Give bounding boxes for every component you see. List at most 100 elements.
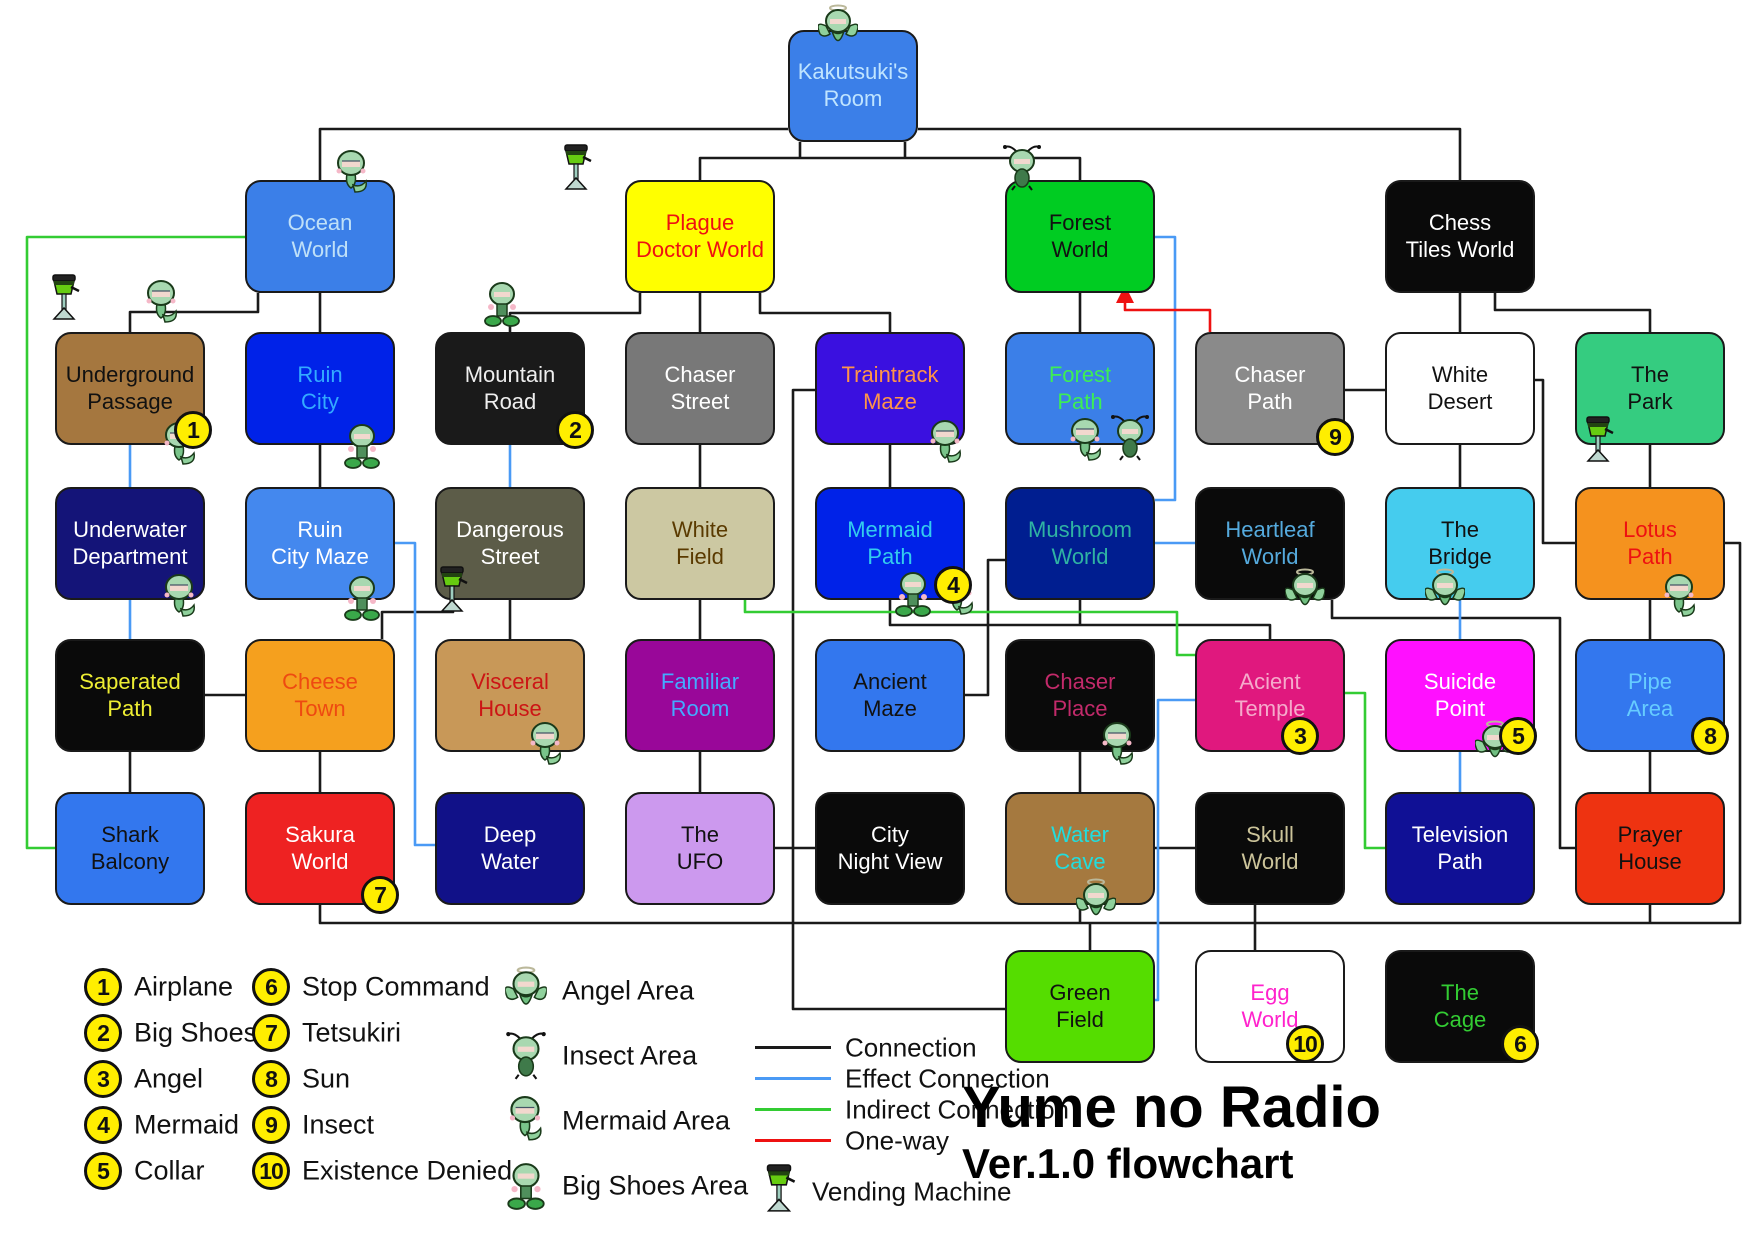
legend-number-10: 10 bbox=[252, 1152, 290, 1190]
chart-subtitle: Ver.1.0 flowchart bbox=[962, 1139, 1294, 1187]
connection-line bbox=[318, 541, 1742, 925]
effect-line bbox=[1155, 698, 1195, 1002]
node-label: Underground Passage bbox=[65, 361, 195, 414]
node-label: Television Path bbox=[1411, 821, 1509, 874]
bigshoes-sprite-icon bbox=[342, 422, 382, 470]
legend-number-label: Existence Denied bbox=[302, 1155, 513, 1186]
node-the-park: The Park bbox=[1575, 332, 1725, 445]
node-green-field: Green Field bbox=[1005, 950, 1155, 1063]
node-shark-balcony: Shark Balcony bbox=[55, 792, 205, 905]
insect-sprite-icon bbox=[505, 1031, 547, 1081]
node-label: The UFO bbox=[676, 821, 724, 874]
connection-line bbox=[1493, 293, 1652, 332]
node-label: Heartleaf World bbox=[1225, 516, 1315, 569]
node-prayer-house: Prayer House bbox=[1575, 792, 1725, 905]
angel-sprite-icon bbox=[1076, 878, 1116, 926]
node-plague-doctor-world: Plague Doctor World bbox=[625, 180, 775, 293]
legend-number-label: Collar bbox=[134, 1155, 205, 1186]
angel-sprite-icon bbox=[505, 966, 547, 1016]
node-visceral-house: Visceral House bbox=[435, 639, 585, 752]
legend-line-oneway bbox=[755, 1139, 831, 1142]
legend-number-label: Big Shoes bbox=[134, 1017, 258, 1048]
node-label: Deep Water bbox=[481, 821, 539, 874]
node-ruin-city-maze: Ruin City Maze bbox=[245, 487, 395, 600]
node-label: Lotus Path bbox=[1623, 516, 1677, 569]
node-label: Plague Doctor World bbox=[636, 209, 764, 262]
node-familiar-room: Familiar Room bbox=[625, 639, 775, 752]
bigshoes-sprite-icon bbox=[893, 570, 933, 618]
legend-number-3: 3 bbox=[84, 1060, 122, 1098]
node-label: Visceral House bbox=[471, 668, 549, 721]
bigshoes-sprite-icon bbox=[505, 1161, 547, 1211]
node-white-field: White Field bbox=[625, 487, 775, 600]
legend-number-1: 1 bbox=[84, 968, 122, 1006]
mermaid-sprite-icon bbox=[142, 280, 182, 328]
indirect-line bbox=[25, 235, 245, 850]
node-label: Green Field bbox=[1049, 979, 1111, 1032]
node-ancient-maze: Ancient Maze bbox=[815, 639, 965, 752]
node-label: Ocean World bbox=[287, 209, 353, 262]
node-water-cave: Water Cave bbox=[1005, 792, 1155, 905]
mermaid-sprite-icon bbox=[1660, 574, 1700, 622]
node-label: City Night View bbox=[837, 821, 943, 874]
connection-line bbox=[128, 293, 260, 332]
node-label: White Field bbox=[671, 516, 729, 569]
legend-number-label: Airplane bbox=[134, 971, 234, 1002]
node-chaser-street: Chaser Street bbox=[625, 332, 775, 445]
connection-line bbox=[758, 293, 892, 332]
node-kakutsukis-room: Kakutsuki's Room bbox=[788, 30, 918, 142]
connection-line bbox=[918, 127, 1462, 180]
connection-line bbox=[508, 293, 642, 332]
connection-line bbox=[791, 388, 1005, 1011]
legend-number-8: 8 bbox=[252, 1060, 290, 1098]
legend-line-indirect bbox=[755, 1108, 831, 1111]
legend-line-label: One-way bbox=[845, 1125, 950, 1156]
node-egg-world: Egg World bbox=[1195, 950, 1345, 1063]
number-badge-10: 10 bbox=[1286, 1025, 1324, 1063]
node-heartleaf-world: Heartleaf World bbox=[1195, 487, 1345, 600]
legend-line-label: Connection bbox=[845, 1032, 977, 1063]
node-label: Suicide Point bbox=[1423, 668, 1497, 721]
node-label: Sakura World bbox=[285, 821, 355, 874]
node-label: Chaser Street bbox=[664, 361, 736, 414]
node-deep-water: Deep Water bbox=[435, 792, 585, 905]
bigshoes-sprite-icon bbox=[342, 574, 382, 622]
title-block: Yume no Radio Ver.1.0 flowchart bbox=[962, 1077, 1562, 1189]
legend-number-9: 9 bbox=[252, 1106, 290, 1144]
angel-sprite-icon bbox=[818, 4, 858, 52]
node-saperated-path: Saperated Path bbox=[55, 639, 205, 752]
node-ruin-city: Ruin City bbox=[245, 332, 395, 445]
connection-line bbox=[1535, 378, 1575, 545]
node-label: The Bridge bbox=[1428, 516, 1492, 569]
number-badge-9: 9 bbox=[1316, 418, 1354, 456]
mermaid-sprite-icon bbox=[1098, 722, 1138, 770]
insect-sprite-icon bbox=[1110, 414, 1150, 462]
legend-number-label: Mermaid bbox=[134, 1109, 240, 1140]
legend-number-label: Stop Command bbox=[302, 971, 490, 1002]
legend-number-4: 4 bbox=[84, 1106, 122, 1144]
node-city-night-view: City Night View bbox=[815, 792, 965, 905]
node-ocean-world: Ocean World bbox=[245, 180, 395, 293]
node-underground-passage: Underground Passage bbox=[55, 332, 205, 445]
node-skull-world: Skull World bbox=[1195, 792, 1345, 905]
vending-sprite-icon bbox=[758, 1164, 800, 1214]
legend-number-2: 2 bbox=[84, 1014, 122, 1052]
node-mushroom-world: Mushroom World bbox=[1005, 487, 1155, 600]
legend-number-6: 6 bbox=[252, 968, 290, 1006]
mermaid-sprite-icon bbox=[526, 722, 566, 770]
node-label: The Cage bbox=[1433, 979, 1487, 1032]
legend-number-5: 5 bbox=[84, 1152, 122, 1190]
connection-line bbox=[1330, 600, 1575, 850]
bigshoes-sprite-icon bbox=[482, 280, 522, 328]
node-label: Underwater Department bbox=[72, 516, 188, 569]
indirect-line bbox=[1345, 691, 1385, 850]
node-mermaid-path: Mermaid Path bbox=[815, 487, 965, 600]
node-label: Water Cave bbox=[1051, 821, 1109, 874]
legend-number-label: Angel bbox=[134, 1063, 204, 1094]
node-label: Mountain Road bbox=[464, 361, 556, 414]
number-badge-7: 7 bbox=[361, 876, 399, 914]
node-label: White Desert bbox=[1427, 361, 1493, 414]
legend-line-connection bbox=[755, 1046, 831, 1049]
